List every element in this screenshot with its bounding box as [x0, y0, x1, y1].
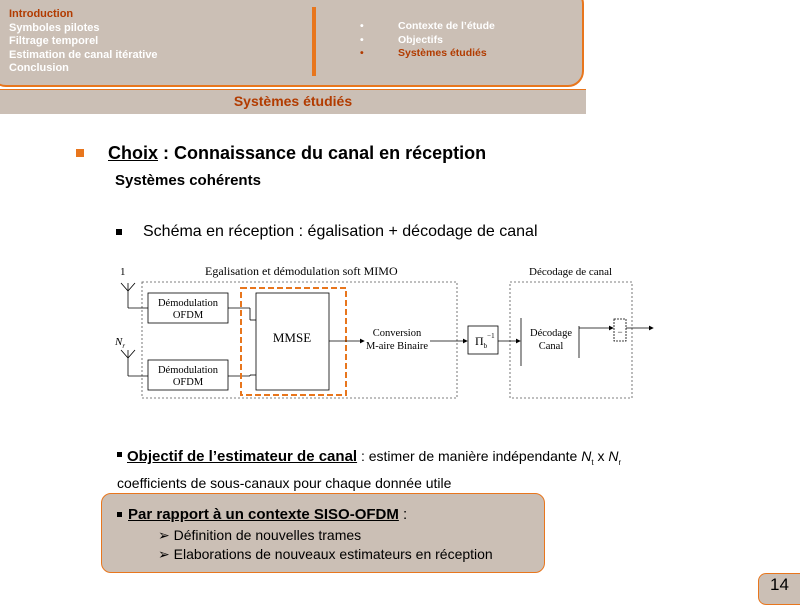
mmse-label: MMSE	[273, 330, 311, 345]
slide-title-bar: Systèmes étudiés	[0, 89, 586, 114]
output-box	[613, 318, 627, 342]
siso-title-line: Par rapport à un contexte SISO-OFDM :	[116, 506, 407, 523]
output-symbol: −	[617, 327, 622, 337]
choix-line: Choix : Connaissance du canal en récepti…	[108, 143, 486, 164]
receiver-block-diagram: Egalisation et démodulation soft MIMO Dé…	[114, 264, 654, 399]
nav-separator	[312, 7, 316, 76]
siso-item-1-text: Définition de nouvelles trames	[173, 527, 362, 543]
arrow-bullet-icon: ➢	[158, 527, 174, 543]
siso-item-1: ➢ Définition de nouvelles trames	[158, 527, 361, 544]
antenna-icon	[120, 282, 148, 309]
nav-section-introduction[interactable]: Introduction	[9, 8, 74, 20]
decoding-region	[509, 281, 633, 399]
antenna-icon	[120, 349, 148, 377]
objective-nr-sub: r	[618, 457, 622, 467]
conversion-line2: M-aire Binaire	[366, 341, 428, 352]
objective-text1: estimer de manière indépendante	[368, 448, 582, 464]
arrow-bullet-icon: ➢	[158, 546, 174, 562]
nav-subsection-contexte[interactable]: Contexte de l’étude	[360, 20, 495, 34]
nav-section-filtrage-temporel[interactable]: Filtrage temporel	[9, 35, 99, 47]
nav-subsection-systemes[interactable]: Systèmes étudiés	[360, 47, 495, 61]
deinterleaver-box	[467, 325, 499, 355]
bullet-square-icon	[116, 229, 122, 235]
mimo-label: Egalisation et démodulation soft MIMO	[205, 264, 398, 278]
antenna-nr-label: Nr	[114, 336, 125, 350]
objective-paragraph: Objectif de l’estimateur de canal : esti…	[117, 446, 727, 494]
objective-nr: N	[608, 448, 619, 464]
title-divider	[0, 89, 586, 90]
bullet-square-icon	[76, 149, 84, 157]
demod-1-line1: Démodulation	[158, 298, 219, 309]
subsection-nav: Contexte de l’étude Objectifs Systèmes é…	[360, 20, 495, 61]
nav-section-estimation-iterative[interactable]: Estimation de canal itérative	[9, 48, 158, 61]
bullet-square-icon	[117, 512, 122, 517]
objective-text2: coefficients de sous-canaux pour chaque …	[117, 474, 452, 491]
mmse-box	[255, 292, 330, 391]
siso-panel	[101, 493, 545, 573]
decoder-line1: Décodage	[530, 328, 572, 339]
deinterleaver-label: Πb−1	[475, 332, 495, 350]
siso-title: Par rapport à un contexte SISO-OFDM	[128, 506, 399, 523]
decoding-label: Décodage de canal	[529, 266, 612, 278]
objective-colon: :	[357, 448, 369, 464]
siso-colon: :	[398, 506, 408, 523]
choix-word: Choix	[108, 143, 159, 163]
nav-subsection-objectifs[interactable]: Objectifs	[360, 34, 495, 48]
page-number: 14	[770, 575, 789, 594]
coherent-systems: Systèmes cohérents	[115, 172, 261, 189]
siso-item-2: ➢ Elaborations de nouveaux estimateurs e…	[158, 546, 493, 563]
schema-line: Schéma en réception : égalisation + déco…	[143, 223, 538, 240]
slide-title: Systèmes étudiés	[233, 93, 353, 109]
objective-nt: N	[581, 448, 592, 464]
bullet-square-icon	[117, 452, 122, 457]
decoder-line2: Canal	[539, 341, 564, 352]
section-nav: Introduction Symboles pilotes Filtrage t…	[9, 8, 158, 76]
nav-section-conclusion[interactable]: Conclusion	[9, 62, 69, 74]
demod-2-line2: OFDM	[173, 377, 204, 388]
mimo-region	[141, 281, 458, 399]
antenna-1-label: 1	[120, 266, 126, 278]
objective-title: Objectif de l’estimateur de canal	[127, 448, 358, 465]
objective-times: x	[593, 448, 609, 464]
conversion-line1: Conversion	[373, 328, 422, 339]
demod-2-line1: Démodulation	[158, 365, 219, 376]
demod-ofdm-box-2	[147, 359, 229, 391]
nav-section-symboles-pilotes[interactable]: Symboles pilotes	[9, 21, 100, 34]
siso-item-2-text: Elaborations de nouveaux estimateurs en …	[173, 546, 493, 562]
objective-nt-sub: t	[591, 457, 594, 467]
demod-1-line2: OFDM	[173, 310, 204, 321]
choix-rest: : Connaissance du canal en réception	[158, 143, 487, 163]
mmse-highlight	[240, 287, 347, 396]
